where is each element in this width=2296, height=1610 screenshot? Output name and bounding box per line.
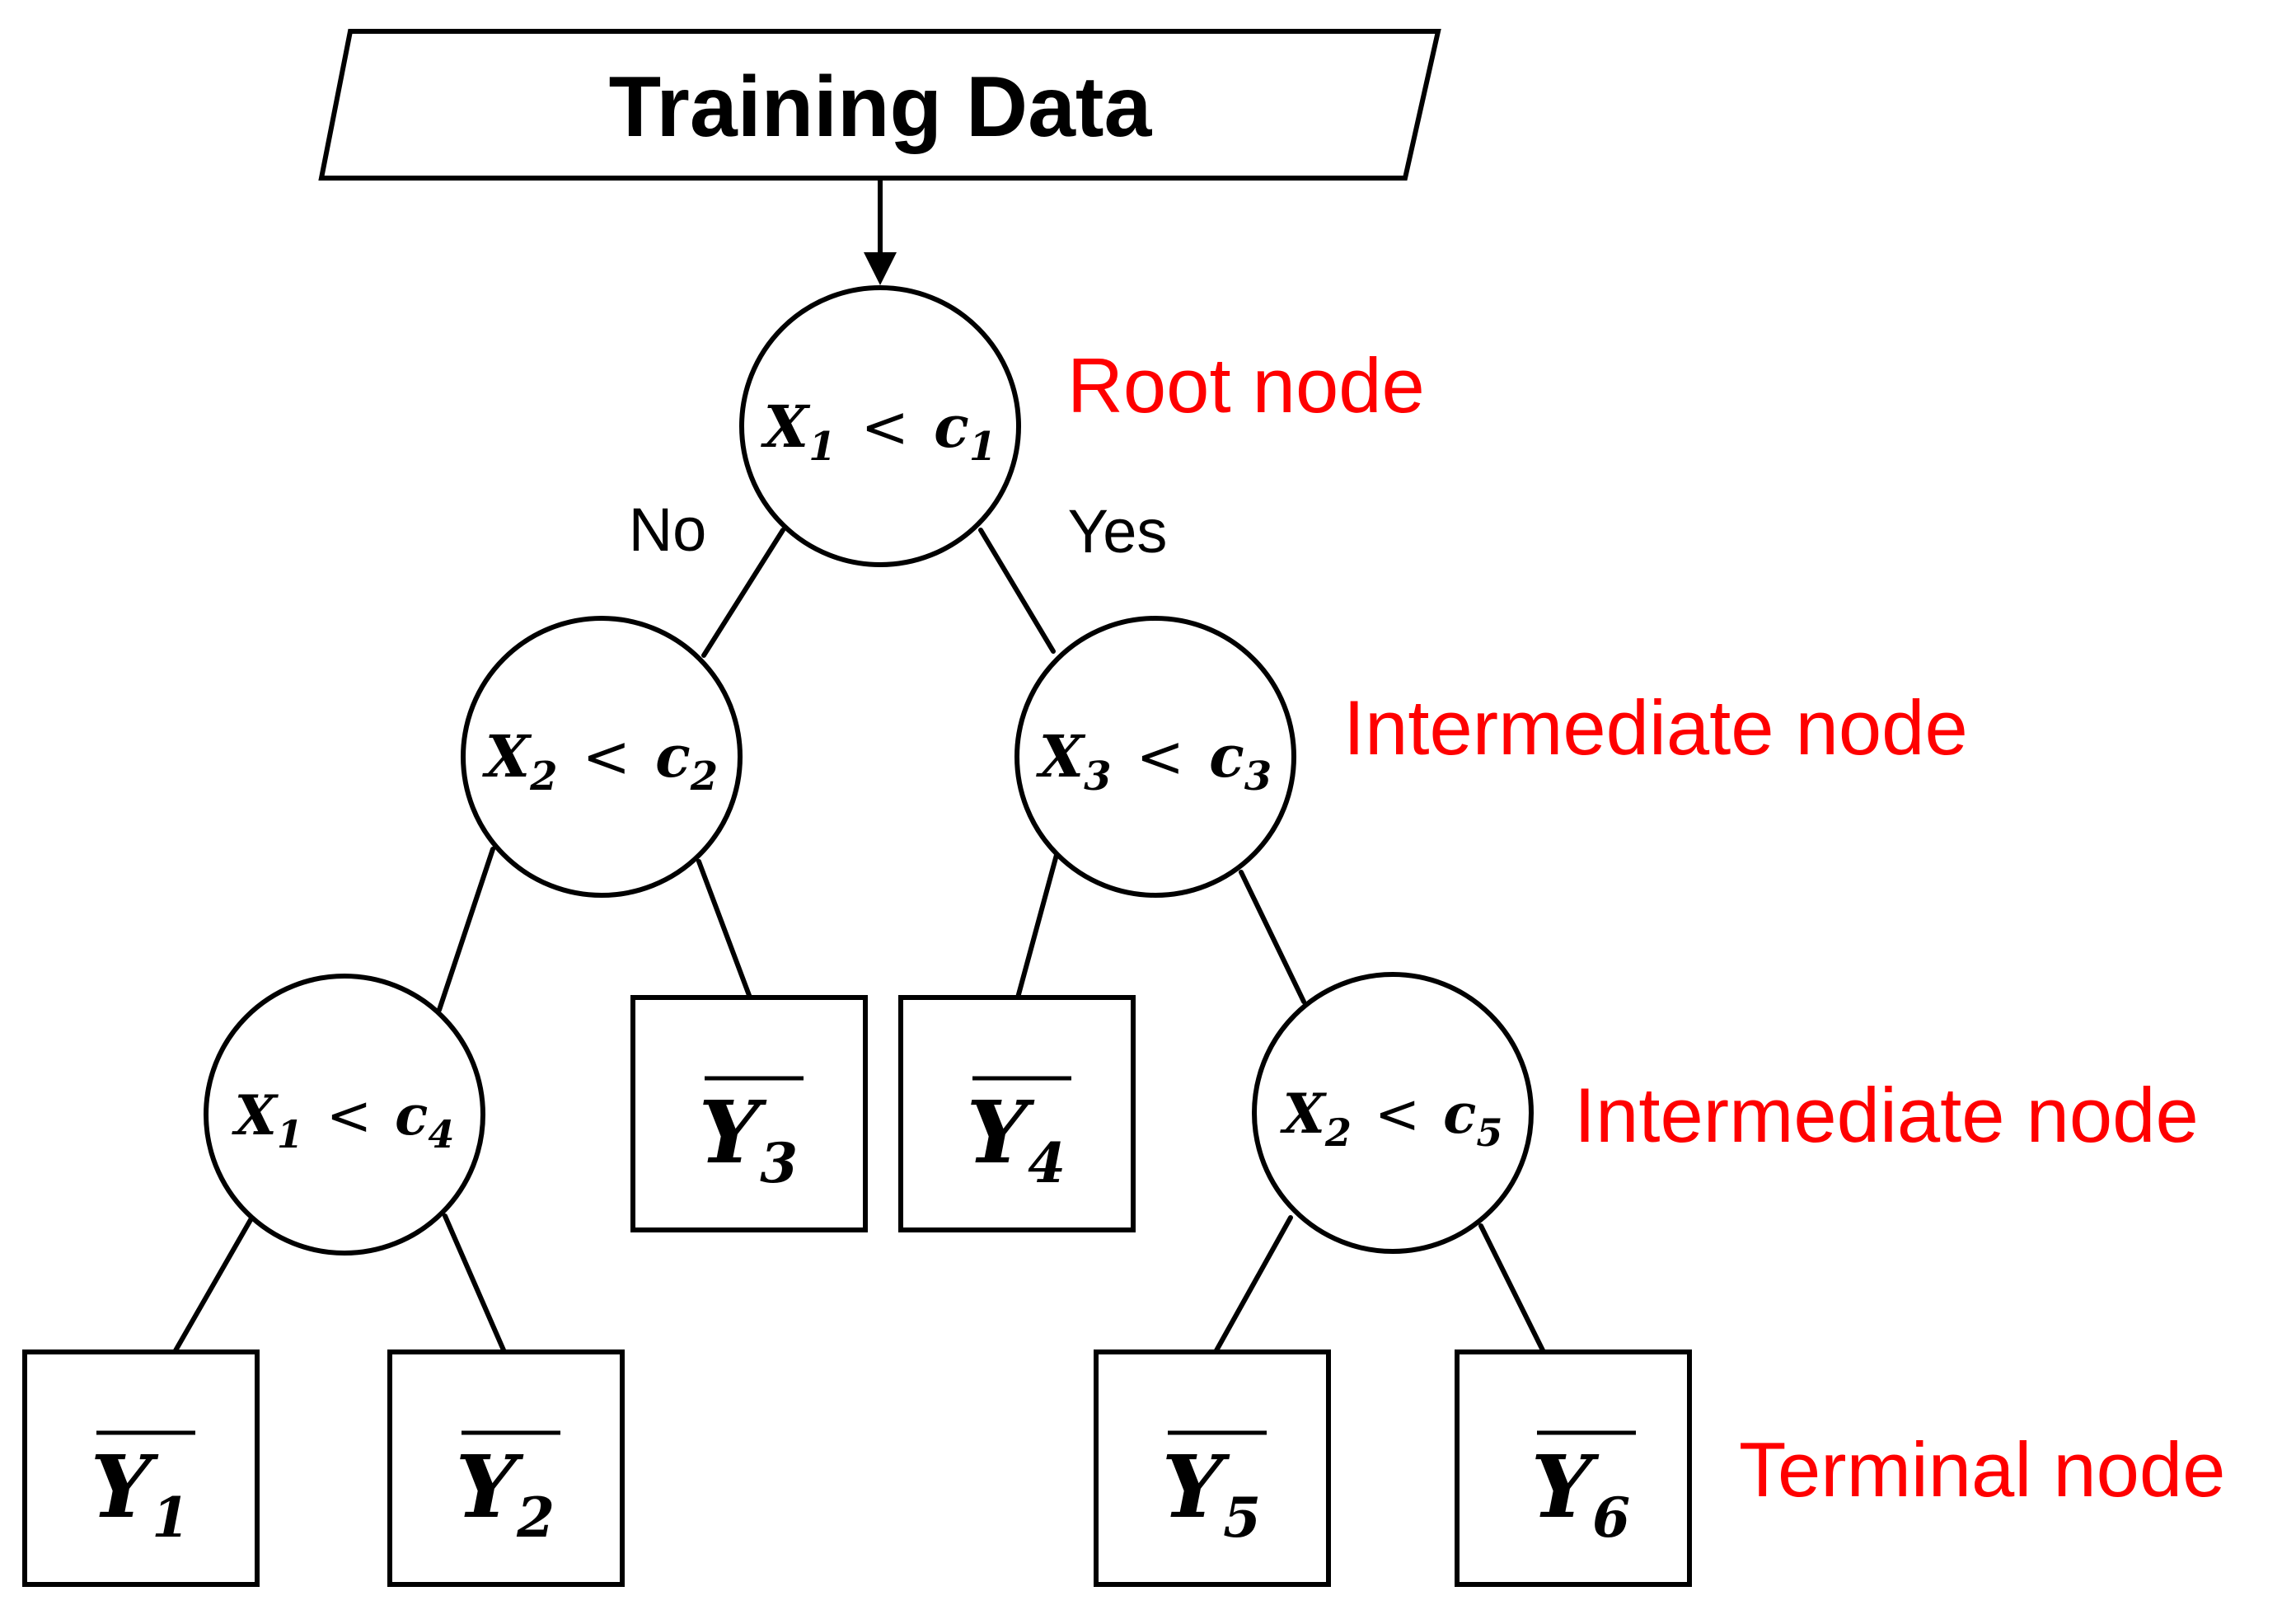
arrow-head-icon	[864, 252, 897, 285]
right-condition: X3<c3	[1036, 722, 1272, 800]
y4-label: Y4	[967, 1082, 1066, 1195]
edge-left-y3	[696, 859, 752, 1000]
y2-label: Y2	[456, 1436, 555, 1550]
terminal-node-y5: Y5	[1094, 1349, 1331, 1587]
edge-right-rr	[1239, 870, 1306, 1004]
left-condition: X2<c2	[482, 722, 718, 800]
edge-ll-y1	[172, 1216, 254, 1354]
edge-rr-y6	[1478, 1223, 1546, 1354]
decision-nodes: X1<c1 X2<c2 X3<c3 X1<c4 X2<c5	[204, 285, 1534, 1256]
root-node: X1<c1	[739, 285, 1021, 567]
lower-right-condition: X2<c5	[1280, 1082, 1503, 1155]
level-label-intermediate-upper: Intermediate node	[1343, 684, 1968, 771]
intermediate-node-left: X2<c2	[461, 616, 743, 898]
branch-label-no: No	[629, 495, 707, 564]
y1-label: Y1	[91, 1436, 190, 1550]
training-data-box: Training Data	[318, 29, 1441, 181]
branch-label-yes: Yes	[1068, 497, 1168, 566]
edge-root-right	[978, 528, 1056, 654]
terminal-node-y1: Y1	[22, 1349, 260, 1587]
terminal-node-y4: Y4	[898, 995, 1136, 1232]
level-label-root: Root node	[1067, 342, 1425, 429]
intermediate-node-lower-right: X2<c5	[1252, 972, 1534, 1254]
training-data-label: Training Data	[609, 59, 1153, 155]
level-label-terminal: Terminal node	[1739, 1426, 2225, 1513]
root-condition: X1<c1	[761, 392, 996, 470]
terminal-node-y3: Y3	[630, 995, 868, 1232]
edge-left-ll	[437, 847, 495, 1012]
edge-rr-y5	[1213, 1215, 1293, 1354]
edge-right-y4	[1015, 852, 1059, 1000]
intermediate-node-lower-left: X1<c4	[204, 974, 485, 1256]
lower-left-condition: X1<c4	[232, 1083, 455, 1157]
y5-label: Y5	[1162, 1436, 1261, 1550]
tree-edges	[172, 528, 1546, 1354]
terminal-nodes: Y3 Y4 Y1 Y2	[22, 995, 1692, 1587]
y3-label: Y3	[699, 1082, 798, 1195]
y6-label: Y6	[1531, 1436, 1630, 1550]
terminal-node-y2: Y2	[387, 1349, 625, 1587]
intermediate-node-right: X3<c3	[1014, 616, 1296, 898]
entry-arrow	[864, 178, 897, 285]
terminal-node-y6: Y6	[1455, 1349, 1692, 1587]
edge-ll-y2	[443, 1213, 507, 1354]
level-label-intermediate-lower: Intermediate node	[1574, 1072, 2199, 1158]
edge-root-left	[701, 528, 785, 658]
